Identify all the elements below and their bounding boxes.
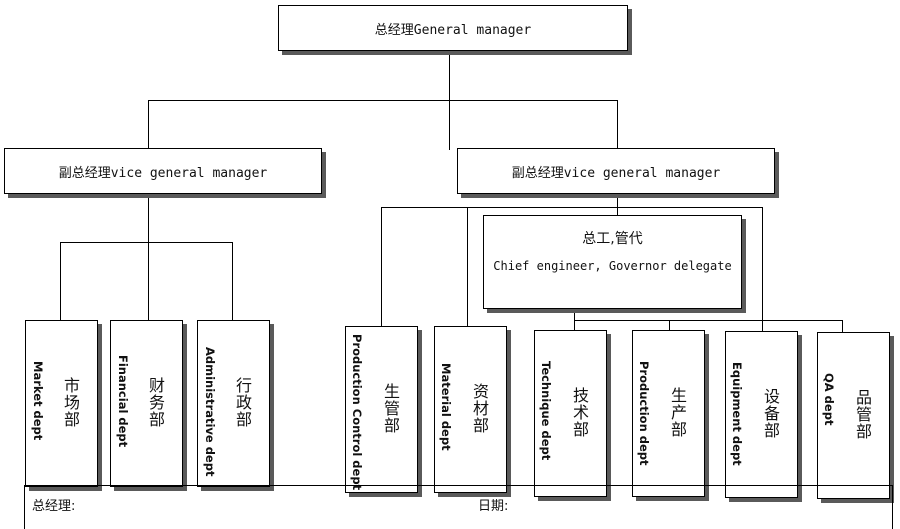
connector-right-outer xyxy=(762,207,763,332)
connector-to-vgm-right xyxy=(617,100,618,150)
chief-engineer-en: Chief engineer, Governor delegate xyxy=(493,259,732,273)
connector-right-bus xyxy=(381,207,762,208)
dept-zh-label: 生管部 xyxy=(381,383,400,434)
connector-market xyxy=(60,242,61,322)
dept-box-production-control: Production Control dept 生管部 xyxy=(345,326,418,493)
vice-general-manager-left-label: 副总经理vice general manager xyxy=(58,165,268,181)
general-manager-box: 总经理General manager xyxy=(278,5,628,51)
dept-en-label: Technique dept xyxy=(539,361,553,461)
dept-en-label: Production Control dept xyxy=(350,334,364,491)
dept-en-label: Market dept xyxy=(31,361,45,441)
connector-top-branch xyxy=(148,100,618,101)
connector-vgm-left-down xyxy=(148,193,149,323)
dept-box-technique: Technique dept 技术部 xyxy=(534,330,607,497)
vice-general-manager-right-box: 副总经理vice general manager xyxy=(457,148,775,194)
dept-zh-label: 品管部 xyxy=(853,389,872,440)
dept-zh-label: 财务部 xyxy=(146,377,165,428)
dept-box-material: Material dept 资材部 xyxy=(434,326,507,493)
chief-engineer-box: 总工,管代 Chief engineer, Governor delegate xyxy=(483,215,742,309)
vice-general-manager-left-box: 副总经理vice general manager xyxy=(4,148,322,194)
general-manager-label: 总经理General manager xyxy=(374,22,532,38)
dept-box-qa: QA dept 品管部 xyxy=(817,332,890,499)
dept-box-production: Production dept 生产部 xyxy=(632,330,705,497)
dept-box-financial: Financial dept 财务部 xyxy=(110,320,183,487)
connector-chief-down xyxy=(574,308,575,330)
dept-zh-label: 生产部 xyxy=(668,387,687,438)
connector-admin xyxy=(232,242,233,322)
dept-zh-label: 技术部 xyxy=(570,387,589,438)
dept-en-label: Administrative dept xyxy=(203,347,217,477)
footer-right-edge xyxy=(892,485,893,529)
dept-box-administrative: Administrative dept 行政部 xyxy=(197,320,270,487)
dept-box-equipment: Equipment dept 设备部 xyxy=(725,331,798,498)
connector-left-depts-bus xyxy=(60,242,233,243)
dept-en-label: Equipment dept xyxy=(730,362,744,466)
connector-qa xyxy=(842,320,843,332)
dept-en-label: QA dept xyxy=(822,373,836,426)
footer-left-edge xyxy=(24,485,25,529)
vice-general-manager-right-label: 副总经理vice general manager xyxy=(511,165,721,181)
dept-en-label: Material dept xyxy=(439,363,453,451)
connector-to-vgm-left xyxy=(148,100,149,150)
footer-date-label: 日期: xyxy=(478,499,509,514)
dept-zh-label: 行政部 xyxy=(233,377,252,428)
connector-chief-bus xyxy=(574,320,842,321)
dept-box-market: Market dept 市场部 xyxy=(25,320,98,487)
connector-vgm-right-down xyxy=(617,193,618,216)
chief-engineer-zh: 总工,管代 xyxy=(582,231,643,247)
dept-en-label: Production dept xyxy=(637,361,651,466)
connector-material xyxy=(467,207,468,327)
footer-general-manager-label: 总经理: xyxy=(32,499,76,514)
dept-zh-label: 设备部 xyxy=(761,388,780,439)
dept-en-label: Financial dept xyxy=(116,355,130,448)
connector-production xyxy=(669,320,670,332)
dept-zh-label: 市场部 xyxy=(61,377,80,428)
connector-production-control xyxy=(381,207,382,327)
dept-zh-label: 资材部 xyxy=(470,383,489,434)
footer-rule xyxy=(24,485,893,486)
